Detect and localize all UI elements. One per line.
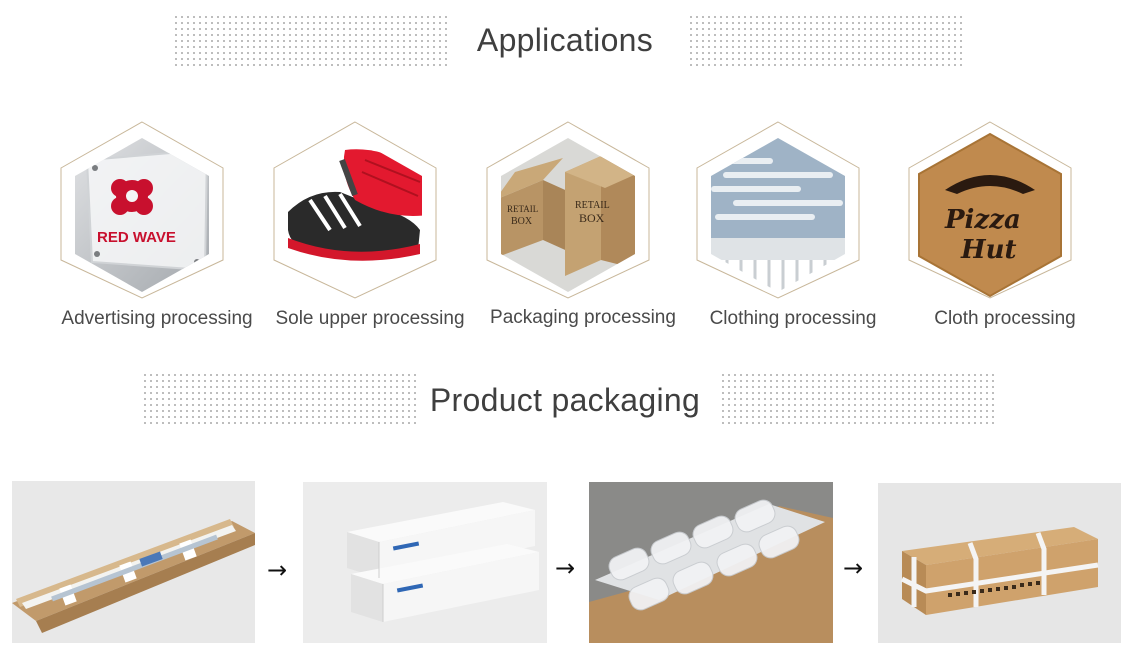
pizza-hut-logo-icon: Pizza Hut (944, 175, 1035, 265)
packaging-photo-white-boxes (303, 482, 547, 643)
decorative-dot-pattern-right (688, 14, 962, 66)
application-item-sole-upper: Sole upper processing (270, 120, 470, 335)
applications-title: Applications (476, 22, 654, 58)
cork-coaster-icon: Pizza Hut (918, 132, 1062, 298)
decorative-dot-pattern-left (142, 372, 416, 424)
hexagon-image-frame: Pizza Hut (908, 121, 1072, 299)
svg-text:RETAIL: RETAIL (575, 200, 610, 211)
svg-text:Pizza: Pizza (944, 205, 1021, 235)
application-label: Cloth processing (934, 308, 1076, 329)
packaging-photo-strapped-carton (878, 483, 1121, 643)
svg-text:Hut: Hut (960, 235, 1016, 265)
svg-text:BOX: BOX (579, 211, 605, 225)
svg-text:RED WAVE: RED WAVE (97, 229, 176, 246)
application-item-advertising: RED WAVE Advertising processing (57, 120, 257, 335)
kraft-box-icon: RETAIL BOX (565, 156, 635, 276)
application-label: Packaging processing (490, 307, 676, 328)
red-flower-logo-icon (111, 179, 153, 215)
svg-text:BOX: BOX (511, 216, 533, 227)
application-item-cloth: Pizza Hut Cloth processing (905, 120, 1105, 335)
svg-text:RETAIL: RETAIL (507, 204, 538, 214)
packaging-photo-air-cushion (589, 482, 833, 643)
application-label: Advertising processing (61, 308, 253, 329)
application-item-packaging: RETAIL BOX RETAIL BOX Packaging processi… (483, 120, 683, 335)
arrow-right-icon: → (555, 554, 576, 582)
arrow-right-icon: → (267, 556, 288, 584)
application-item-clothing: Clothing processing (693, 120, 893, 335)
hexagon-image-frame (696, 121, 860, 299)
product-packaging-title: Product packaging (429, 382, 701, 418)
hexagon-image-frame (273, 121, 437, 299)
application-label: Clothing processing (709, 308, 877, 329)
hexagon-image-frame: RED WAVE (60, 121, 224, 299)
decorative-dot-pattern-right (720, 372, 994, 424)
application-label: Sole upper processing (275, 308, 465, 329)
hexagon-image-frame: RETAIL BOX RETAIL BOX (486, 121, 650, 299)
decorative-dot-pattern-left (173, 14, 447, 66)
arrow-right-icon: → (843, 554, 864, 582)
packaging-photo-tube-in-box (12, 481, 255, 643)
